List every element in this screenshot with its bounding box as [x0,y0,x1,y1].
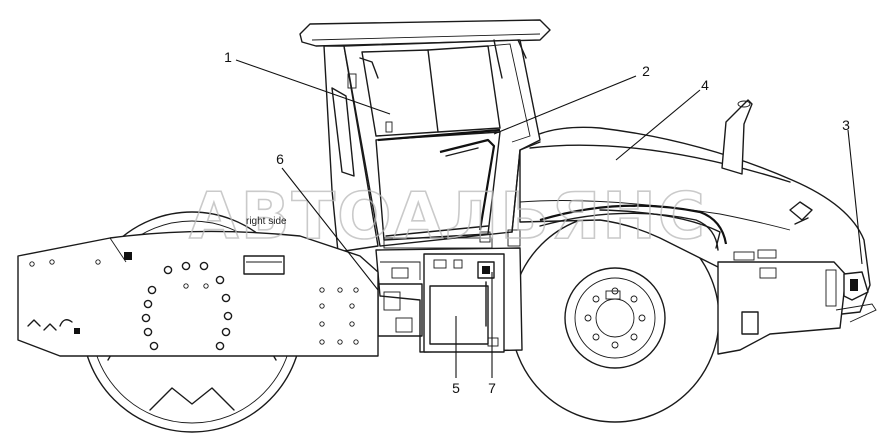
leader-2 [493,75,637,135]
callout-7: 7 [488,380,496,396]
hose-bundle [539,204,728,245]
operator-cab [299,19,551,253]
frame-small-bolts [29,259,359,345]
exhaust-stack [721,99,753,175]
callout-4: 4 [701,77,709,93]
leader-1 [235,59,391,115]
callout-3: 3 [842,117,850,133]
leader-lines [235,59,863,378]
side-panel-box [423,253,505,353]
callout-2: 2 [642,63,650,79]
wheel-bolt-ring [584,287,646,349]
watermark-text: АВТОАЛЬЯНС [189,180,707,254]
callout-6: 6 [276,151,284,167]
leader-3 [847,129,863,265]
leader-6 [281,167,379,291]
callout-labels: 1 2 3 4 5 6 7 [224,49,850,396]
front-frame [17,230,379,357]
leader-4 [615,89,701,161]
rear-frame [717,249,877,355]
side-label: right side [246,216,287,227]
callout-1: 1 [224,49,232,65]
callout-5: 5 [452,380,460,396]
frame-bolt-circle [141,261,233,351]
